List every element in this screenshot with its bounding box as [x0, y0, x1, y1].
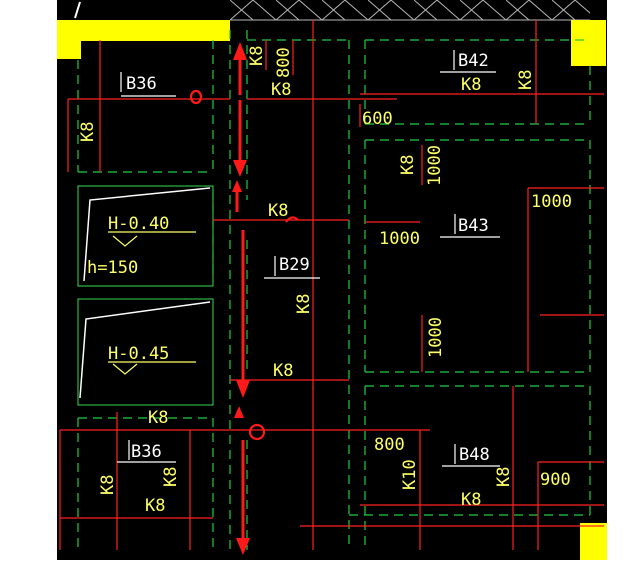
yellow-block-top-left-stub — [57, 41, 81, 59]
slope-line-h045 — [79, 301, 211, 399]
annotation-arrows — [232, 42, 250, 555]
dim-800-bottom: 800 — [374, 435, 405, 455]
k8-mid-vertical: K8 — [398, 155, 418, 175]
b42: B42 — [458, 51, 489, 71]
arrow-head-5 — [234, 406, 244, 418]
yellow-block-bottom-right — [580, 523, 607, 560]
elevation-marks — [108, 231, 196, 375]
yellow-block-top-left — [57, 20, 230, 41]
elev-triangle-h040 — [112, 235, 138, 247]
text-labels: K8 800 K8 B36 K8 B42 K8 K8 600 K8 1000 1… — [78, 46, 572, 516]
h-040: H-0.40 — [108, 214, 169, 234]
top-hatch-strip — [230, 0, 590, 20]
k8-b48-vertical: K8 — [494, 467, 514, 487]
k8-b36-left-vertical: K8 — [98, 475, 118, 495]
arrow-head-6 — [236, 538, 250, 555]
dim-800-top: 800 — [274, 47, 294, 78]
slope-lines — [79, 187, 211, 399]
red-lines — [59, 20, 604, 550]
k8-center-line: K8 — [268, 201, 288, 221]
h150: h=150 — [87, 258, 138, 278]
k8-b42-vertical: K8 — [516, 70, 536, 90]
arrow-head-2 — [233, 160, 247, 177]
k8-top-vertical: K8 — [247, 46, 267, 66]
k8-b42: K8 — [461, 75, 481, 95]
elev-triangle-h045 — [112, 363, 138, 375]
dim-1000-mid-vertical: 1000 — [425, 145, 445, 186]
beam-label-marks — [117, 50, 500, 467]
annotation-circle-bottom — [248, 423, 266, 441]
dim-1000-center: 1000 — [379, 229, 420, 249]
k8-top-horizontal: K8 — [271, 80, 291, 100]
dim-1000-right: 1000 — [531, 192, 572, 212]
right-white-strip — [607, 0, 626, 560]
k10-vertical: K10 — [400, 459, 420, 490]
yellow-block-top-right — [571, 20, 606, 66]
arrow-head-1 — [233, 42, 247, 60]
room-box-h045 — [77, 298, 214, 406]
b43: B43 — [458, 216, 489, 236]
h-045: H-0.45 — [108, 344, 169, 364]
arrow-head-4 — [236, 380, 250, 398]
annotation-circle-top — [189, 89, 203, 105]
drawing-background — [57, 0, 607, 560]
slope-line-h040 — [83, 187, 211, 282]
dim-600: 600 — [362, 109, 393, 129]
annotation-marks — [189, 89, 299, 441]
b36-bottom: B36 — [131, 442, 162, 462]
k8-left-upper: K8 — [78, 122, 98, 142]
k8-b36-right-vertical: K8 — [161, 467, 181, 487]
dim-900: 900 — [540, 470, 571, 490]
k8-b29-vertical: K8 — [294, 294, 314, 314]
annotation-hook — [285, 216, 299, 223]
k8-lower-left: K8 — [148, 408, 168, 428]
b36-top: B36 — [126, 74, 157, 94]
k8-b48-bottom: K8 — [461, 490, 481, 510]
arrow-head-3 — [232, 180, 242, 192]
green-dashed-lines — [77, 30, 591, 550]
b29: B29 — [279, 255, 310, 275]
top-left-white-tick — [74, 1, 81, 19]
b48: B48 — [459, 445, 490, 465]
k8-lower-center: K8 — [273, 361, 293, 381]
k8-b36-bottom: K8 — [145, 496, 165, 516]
dim-1000-lower-vertical: 1000 — [426, 317, 446, 358]
